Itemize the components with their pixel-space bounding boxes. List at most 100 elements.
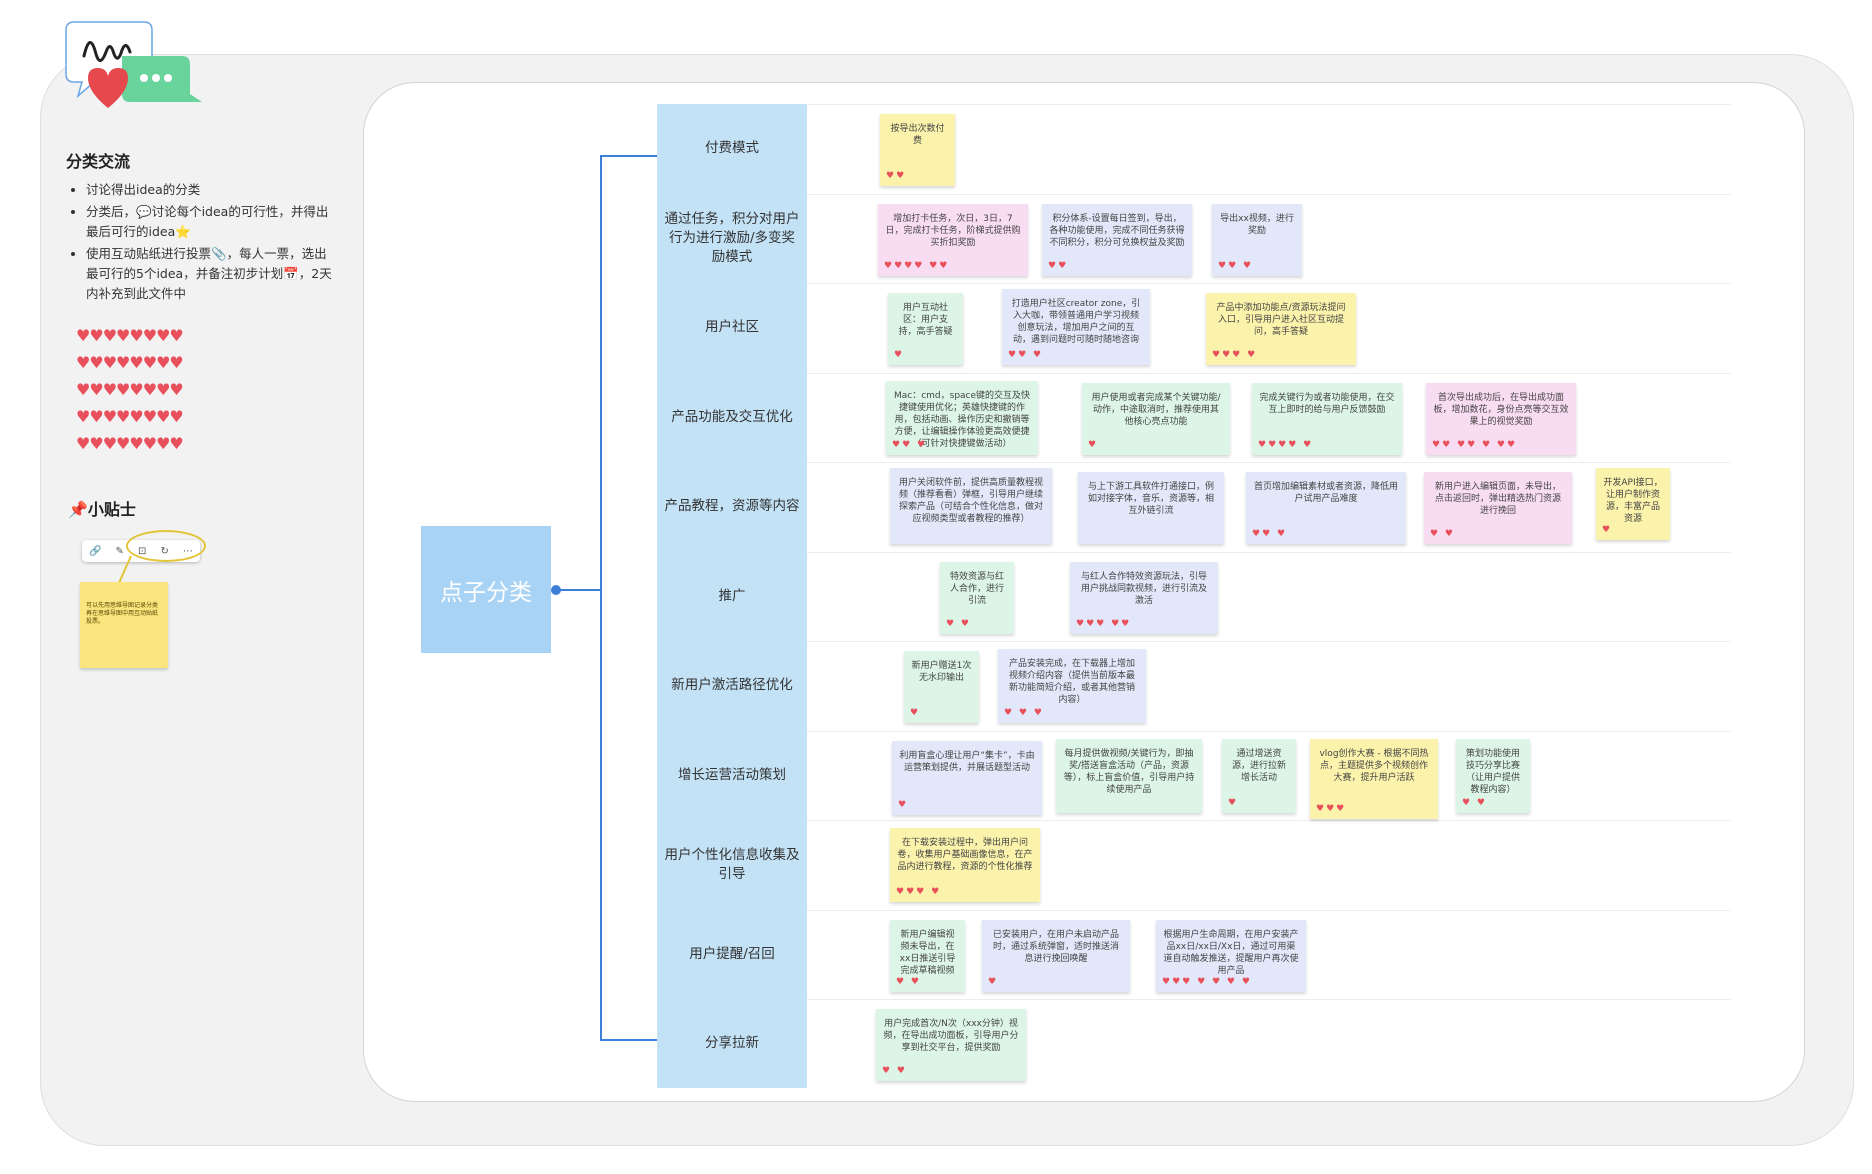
vote-hearts[interactable]: ♥♥♥ [1316, 803, 1347, 814]
vote-hearts[interactable]: ♥ ♥ [946, 618, 971, 629]
vote-hearts[interactable]: ♥♥♥ ♥ ♥ ♥ ♥ [1162, 976, 1252, 987]
sticky-note[interactable]: 首页增加编辑素材或者资源，降低用户试用产品难度♥♥ ♥ [1246, 472, 1406, 544]
vote-hearts[interactable]: ♥ [1088, 439, 1099, 450]
sticky-note-text: 按导出次数付费 [890, 124, 945, 146]
sticky-note[interactable]: 利用盲盒心理让用户“集卡”，卡由运营策划提供，并展话题型活动♥ [892, 740, 1042, 815]
vote-hearts[interactable]: ♥♥♥♥ ♥ [1258, 439, 1314, 450]
sticky-note-text: 策划功能使用技巧分享比赛（让用户提供教程内容） [1465, 748, 1520, 795]
branch-spine [600, 155, 602, 1040]
sticky-note[interactable]: 首次导出成功后，在导出成功面板，增加数花，身份点亮等交互效果上的视觉奖励♥♥ ♥… [1426, 382, 1576, 455]
vote-hearts[interactable]: ♥ ♥ [882, 1066, 907, 1076]
vote-hearts[interactable]: ♥ [1228, 797, 1239, 808]
sticky-note[interactable]: 积分体系-设置每日签到，导出，各种功能使用，完成不同任务获得不同积分，积分可兑换… [1042, 203, 1192, 276]
category-node[interactable]: 产品功能及交互优化 [671, 408, 793, 425]
sticky-note[interactable]: 完成关键行为或者功能使用，在交互上即时的给与用户反馈鼓励♥♥♥♥ ♥ [1252, 382, 1402, 455]
vote-hearts[interactable]: ♥ ♥ [1462, 797, 1487, 808]
vote-hearts[interactable]: ♥♥ ♥ [1008, 350, 1044, 360]
sticky-note-text: 用户互动社区：用户支持，高手答疑 [898, 303, 953, 337]
category-node[interactable]: 分享拉新 [705, 1035, 759, 1051]
category-node[interactable]: 新用户激活路径优化 [671, 677, 793, 693]
pen-icon[interactable]: ✎ [115, 545, 124, 557]
vote-hearts[interactable]: ♥ ♥ [896, 976, 921, 987]
heart-row[interactable]: ♥♥♥♥♥♥♥♥ [76, 353, 184, 372]
sticky-note-text: 根据用户生命周期，在用户安装产品xx日/xx日/Xx日，通过可用渠道自动触发推送… [1163, 929, 1299, 976]
vote-hearts[interactable]: ♥♥ [1048, 260, 1069, 271]
bullet-item: 讨论得出idea的分类 [86, 180, 336, 200]
vote-hearts[interactable]: ♥♥ ♥ [1218, 260, 1254, 271]
sticky-note[interactable]: 特效资源与红人合作，进行引流 ♥ ♥ [940, 561, 1014, 634]
vote-hearts[interactable]: ♥♥ ♥♥ ♥ ♥♥ [1432, 439, 1518, 450]
highlight-ring [126, 530, 206, 562]
vote-hearts[interactable]: ♥♥ [886, 171, 907, 181]
vote-hearts[interactable]: ♥♥♥ ♥♥ [1076, 618, 1132, 629]
category-node[interactable]: 用户提醒/召回 [689, 945, 775, 962]
sticky-note[interactable]: 用户完成首次/N次（xxx分钟）视频，在导出成功面板，引导用户分享到社交平台，提… [876, 1009, 1026, 1081]
sticky-note-text: 用户完成首次/N次（xxx分钟）视频，在导出成功面板，引导用户分享到社交平台，提… [883, 1019, 1019, 1053]
sticky-note[interactable]: 用户关闭软件前，提供高质量教程视频（推荐看看）弹框，引导用户继续探索产品（可结合… [890, 468, 1052, 544]
vote-hearts[interactable]: ♥ [988, 976, 999, 987]
vote-hearts[interactable]: ♥ [1602, 525, 1613, 535]
sticky-note[interactable]: 已安装用户，在用户未启动产品时，通过系统弹窗，适时推送消息进行挽回唤醒 ♥ [982, 919, 1130, 992]
sticky-note[interactable]: 用户互动社区：用户支持，高手答疑 ♥ [888, 293, 963, 365]
sticky-note[interactable]: 打造用户社区creator zone，引入大咖，带领普通用户学习视频创意玩法，增… [1002, 289, 1150, 365]
vote-hearts[interactable]: ♥ [898, 799, 909, 810]
link-icon[interactable]: 🔗 [89, 545, 102, 557]
sticky-note[interactable]: 产品安装完成，在下载器上增加视频介绍内容（提供当前版本最新功能简短介绍，或者其他… [998, 649, 1146, 723]
vote-hearts[interactable]: ♥♥♥ ♥ [1212, 350, 1258, 360]
sticky-note-text: 导出xx视频，进行奖励 [1220, 213, 1294, 236]
sticky-note[interactable]: 开发API接口，让用户制作资源，丰富产品资源♥ [1596, 468, 1670, 540]
sticky-note[interactable]: 新用户进入编辑页面，未导出，点击返回时，弹出精选热门资源进行挽回♥ ♥ [1424, 472, 1572, 544]
sticky-note[interactable]: 产品中添加功能点/资源玩法提问入口，引导用户进入社区互动提问，高手答疑♥♥♥ ♥ [1206, 293, 1356, 365]
sticky-note[interactable]: 根据用户生命周期，在用户安装产品xx日/xx日/Xx日，通过可用渠道自动触发推送… [1156, 919, 1306, 992]
sticky-note[interactable]: 新用户编辑视频未导出，在xx日推送引导完成草稿视频♥ ♥ [890, 919, 965, 992]
vote-hearts[interactable]: ♥♥♥♥ ♥♥ [884, 260, 950, 271]
sticky-note[interactable]: 与红人合作特效资源玩法，引导用户挑战同款视频，进行引流及激活♥♥♥ ♥♥ [1070, 561, 1218, 634]
category-node[interactable]: 用户个性化信息收集及引导 [664, 846, 800, 882]
sticky-note-text: 在下载安装过程中，弹出用户问卷，收集用户基础画像信息，在产品内进行教程，资源的个… [897, 838, 1033, 872]
sticky-note-text: 打造用户社区creator zone，引入大咖，带领普通用户学习视频创意玩法，增… [1011, 299, 1141, 345]
sticky-note[interactable]: vlog创作大赛 - 根据不同热点，主题提供多个视频创作大赛，提升用户活跃♥♥♥ [1310, 738, 1438, 819]
row-divider [807, 372, 1731, 374]
category-node[interactable]: 推广 [718, 587, 746, 604]
category-node[interactable]: 产品教程，资源等内容 [664, 498, 800, 514]
mindmap-root-node[interactable]: 点子分类 [421, 526, 551, 653]
vote-hearts[interactable]: ♥ [894, 350, 905, 360]
tip-sticky-note[interactable]: 可以先用思维导图记录分类再在思维导图中用互动贴纸投票。 [80, 582, 168, 668]
sticky-note[interactable]: 通过增送资源，进行拉新增长活动♥ [1222, 738, 1296, 813]
vote-hearts[interactable]: ♥ [910, 708, 921, 718]
sticky-note[interactable]: Mac：cmd，space键的交互及快捷键使用优化；英雄快捷键的作用，包括动画、… [886, 380, 1038, 455]
heart-row[interactable]: ♥♥♥♥♥♥♥♥ [76, 326, 184, 345]
sticky-note-text: 已安装用户，在用户未启动产品时，通过系统弹窗，适时推送消息进行挽回唤醒 [992, 929, 1119, 964]
sticky-note[interactable]: 导出xx视频，进行奖励 ♥♥ ♥ [1212, 203, 1302, 276]
row-divider [807, 909, 1731, 911]
sticky-note[interactable]: 用户使用或者完成某个关键功能/动作，中途取消时，推荐使用其他核心亮点功能 ♥ [1082, 382, 1230, 455]
sticky-note-text: 特效资源与红人合作，进行引流 [949, 571, 1004, 606]
category-node[interactable]: 付费模式 [705, 140, 759, 156]
vote-hearts[interactable]: ♥♥♥ ♥ [896, 887, 942, 897]
sticky-note[interactable]: 与上下游工具软件打通接口，例如对接字体，音乐，资源等，相互外链引流 [1078, 472, 1224, 544]
sticky-note-text: Mac：cmd，space键的交互及快捷键使用优化；英雄快捷键的作用，包括动画、… [893, 390, 1031, 449]
sticky-note-text: 用户使用或者完成某个关键功能/动作，中途取消时，推荐使用其他核心亮点功能 [1091, 392, 1221, 427]
bullet-item: 分类后，💬讨论每个idea的可行性，并得出最后可行的idea⭐ [86, 202, 336, 242]
heart-row[interactable]: ♥♥♥♥♥♥♥♥ [76, 407, 184, 426]
vote-hearts[interactable]: ♥ ♥ ♥ [1004, 708, 1044, 718]
sticky-note[interactable]: 按导出次数付费 ♥♥ [880, 114, 955, 186]
sidebar-title: 分类交流 [66, 152, 131, 171]
sticky-note[interactable]: 在下载安装过程中，弹出用户问卷，收集用户基础画像信息，在产品内进行教程，资源的个… [890, 828, 1040, 902]
category-node[interactable]: 通过任务，积分对用户行为进行激励/多变奖励模式 [664, 210, 800, 265]
sticky-note[interactable]: 新用户赠送1次无水印输出♥ [904, 651, 979, 723]
sticky-note[interactable]: 增加打卡任务，次日，3日，7日，完成打卡任务，阶梯式提供购买折扣奖励 ♥♥♥♥ ♥… [878, 203, 1028, 276]
sticky-note[interactable]: 每月提供做视频/关键行为，即抽奖/搭送盲盒活动（产品，资源等），标上盲盒价值，引… [1056, 738, 1202, 813]
sticky-note[interactable]: 策划功能使用技巧分享比赛（让用户提供教程内容） ♥ ♥ [1456, 738, 1530, 813]
sidebar-bullets: 讨论得出idea的分类 分类后，💬讨论每个idea的可行性，并得出最后可行的id… [66, 180, 336, 306]
category-node[interactable]: 用户社区 [705, 319, 759, 335]
heart-row[interactable]: ♥♥♥♥♥♥♥♥ [76, 434, 184, 453]
vote-hearts[interactable]: ♥ ♥ [1430, 529, 1455, 539]
heart-row[interactable]: ♥♥♥♥♥♥♥♥ [76, 380, 184, 399]
sticky-note-text: 增加打卡任务，次日，3日，7日，完成打卡任务，阶梯式提供购买折扣奖励 [885, 213, 1021, 248]
vote-hearts[interactable]: ♥♥ ♥ [1252, 529, 1288, 539]
sticky-note-text: 每月提供做视频/关键行为，即抽奖/搭送盲盒活动（产品，资源等），标上盲盒价值，引… [1063, 748, 1195, 795]
vote-hearts[interactable]: ♥♥ ♥ [892, 439, 928, 450]
category-node[interactable]: 增长运营活动策划 [678, 766, 786, 783]
heart-stickers: ♥♥♥♥♥♥♥♥ ♥♥♥♥♥♥♥♥ ♥♥♥♥♥♥♥♥ ♥♥♥♥♥♥♥♥ ♥♥♥♥… [76, 322, 184, 457]
